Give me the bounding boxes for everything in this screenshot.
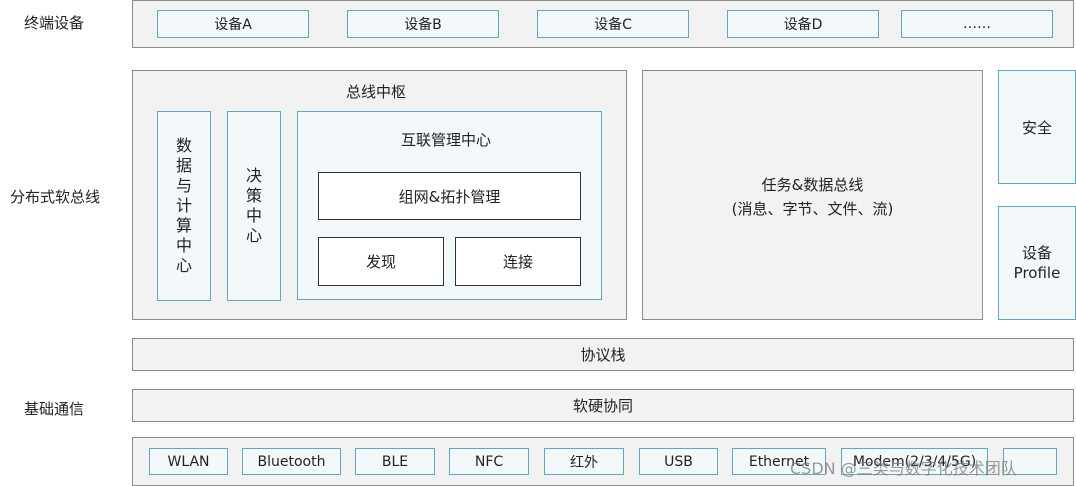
device-d: 设备D	[727, 10, 879, 38]
device-b: 设备B	[347, 10, 499, 38]
comm-wlan: WLAN	[149, 448, 228, 475]
row-label-softbus: 分布式软总线	[10, 188, 101, 206]
comm-ble: BLE	[355, 448, 435, 475]
protocol-stack-bar: 协议栈	[132, 338, 1074, 371]
task-data-bus-panel	[642, 70, 983, 320]
security-box: 安全	[998, 70, 1076, 184]
task-data-bus-title: 任务&数据总线	[761, 176, 864, 194]
interconnect-title: 互联管理中心	[401, 131, 492, 149]
comm-ethernet: Ethernet	[732, 448, 826, 475]
device-c: 设备C	[537, 10, 689, 38]
discovery-box: 发现	[318, 237, 444, 286]
data-compute-center-label: 数据与计算中心	[175, 136, 192, 275]
decision-center: 决策中心	[227, 111, 281, 301]
task-data-bus-subtitle: (消息、字节、文件、流)	[731, 200, 894, 218]
data-compute-center: 数据与计算中心	[157, 111, 211, 301]
bus-hub-title: 总线中枢	[346, 83, 407, 101]
comm-bluetooth: Bluetooth	[242, 448, 341, 475]
comm-nfc: NFC	[449, 448, 529, 475]
hw-sw-coordination-bar: 软硬协同	[132, 389, 1074, 422]
decision-center-label: 决策中心	[245, 166, 262, 245]
device-profile-box: 设备 Profile	[998, 206, 1076, 320]
row-label-terminal: 终端设备	[24, 14, 85, 32]
comm-infrared: 红外	[544, 448, 624, 475]
row-label-basic-comm: 基础通信	[24, 400, 85, 418]
comm-modem: Modem(2/3/4/5G)	[841, 448, 988, 475]
device-a: 设备A	[157, 10, 309, 38]
networking-topology-box: 组网&拓扑管理	[318, 172, 581, 220]
comm-extra	[1003, 448, 1057, 475]
device-more: ……	[901, 10, 1053, 38]
connection-box: 连接	[455, 237, 581, 286]
comm-usb: USB	[639, 448, 718, 475]
watermark: CSDN @三类与数字化技术团队	[790, 459, 1017, 478]
